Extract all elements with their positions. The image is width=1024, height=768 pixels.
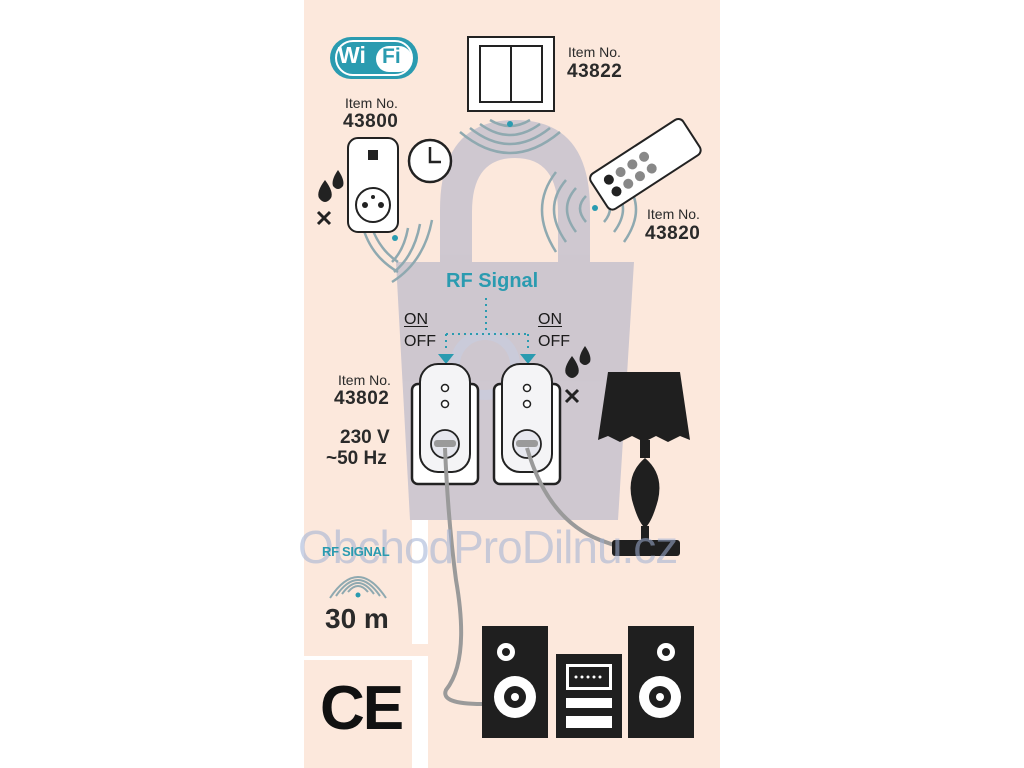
signal-waves-switch (459, 118, 561, 155)
range-box-title: RF SIGNAL (322, 544, 390, 559)
item-43802-label: Item No. (338, 372, 391, 388)
item-43822-number: 43822 (567, 61, 623, 82)
wifi-logo-icon (330, 37, 418, 79)
switch-right-onoff: ON OFF (538, 312, 570, 350)
ce-box-inner (304, 660, 412, 768)
socket-plug-icon-right (492, 363, 562, 486)
water-drop-icon-left (316, 170, 344, 226)
smart-socket-icon (347, 137, 399, 233)
range-box-distance: 30 m (325, 603, 389, 634)
rf-signal-title: RF Signal (446, 270, 539, 292)
rf-arrow-left-icon (438, 354, 454, 364)
table-lamp-icon (598, 372, 690, 556)
wifi-logo-wi: Wi (338, 42, 366, 68)
switch-right-off: OFF (538, 333, 570, 350)
switch-left-on: ON (404, 311, 428, 328)
switch-left-onoff: ON OFF (404, 312, 436, 350)
remote-control-icon (589, 118, 702, 211)
item-43820-label: Item No. (647, 206, 700, 222)
cable-to-stereo (443, 447, 483, 706)
socket-plug-icon-left (410, 363, 480, 486)
item-43820-number: 43820 (645, 223, 701, 244)
power-voltage: 230 V (340, 427, 390, 448)
switch-right-on: ON (538, 311, 562, 328)
range-signal-icon (329, 576, 387, 599)
watermark-text: ObchodProDilnu.cz (298, 521, 678, 573)
item-43822-label: Item No. (568, 44, 621, 60)
rf-connector-lines (445, 298, 529, 352)
switch-left-off: OFF (404, 333, 436, 350)
clock-icon (407, 138, 453, 184)
stereo-system-icon (482, 626, 694, 738)
item-43802-number: 43802 (334, 388, 390, 409)
wifi-logo-fi: Fi (382, 45, 401, 68)
wall-switch-icon (467, 36, 555, 112)
water-drop-icon-right (564, 346, 591, 404)
item-43800-number: 43800 (343, 111, 399, 132)
power-frequency: ~50 Hz (326, 448, 387, 469)
item-43800-label: Item No. (345, 95, 398, 111)
rf-arrow-right-icon (520, 354, 536, 364)
ce-mark: CE (320, 674, 404, 743)
